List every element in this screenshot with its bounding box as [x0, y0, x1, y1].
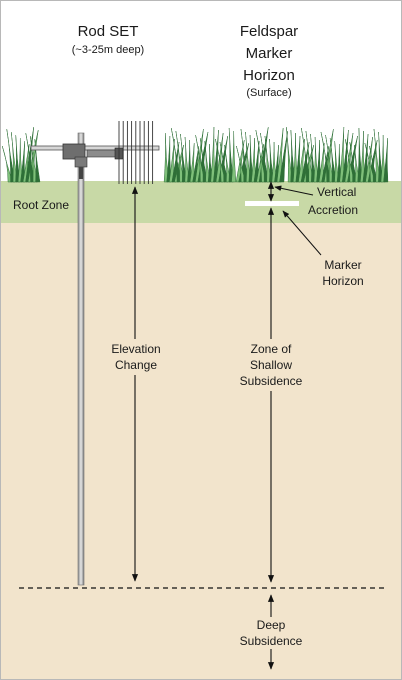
elevation-change-label-1: Elevation — [111, 342, 160, 356]
root-zone-label: Root Zone — [13, 198, 69, 212]
rod-set-depth: (~3-25m deep) — [72, 44, 144, 56]
feldspar-surface: (Surface) — [246, 87, 291, 99]
vertical-accretion-label-1: Vertical — [317, 185, 356, 199]
elevation-change-label-2: Change — [115, 358, 157, 372]
root-zone-layer — [1, 181, 401, 223]
marsh-grass-icon — [2, 126, 389, 183]
vertical-accretion-leader — [274, 185, 314, 196]
vertical-accretion-label-2: Accretion — [308, 203, 358, 217]
deep-subsidence-label-2: Subsidence — [240, 634, 303, 648]
rod-set-title: Rod SET — [78, 23, 139, 40]
marker-horizon-label-1: Marker — [324, 258, 361, 272]
marker-horizon-band — [245, 201, 299, 206]
soil-layer — [1, 223, 401, 679]
shallow-subsidence-label-1: Zone of — [251, 342, 292, 356]
marker-horizon-label-2: Horizon — [322, 274, 363, 288]
shallow-subsidence-label-3: Subsidence — [240, 374, 303, 388]
feldspar-title-3: Horizon — [243, 67, 295, 84]
measuring-pins-icon — [118, 121, 154, 184]
deep-subsidence-label-1: Deep — [257, 618, 286, 632]
feldspar-title-2: Marker — [246, 45, 293, 62]
marker-horizon-leader — [282, 210, 322, 256]
shallow-subsidence-label-2: Shallow — [250, 358, 292, 372]
feldspar-title-1: Feldspar — [240, 23, 298, 40]
